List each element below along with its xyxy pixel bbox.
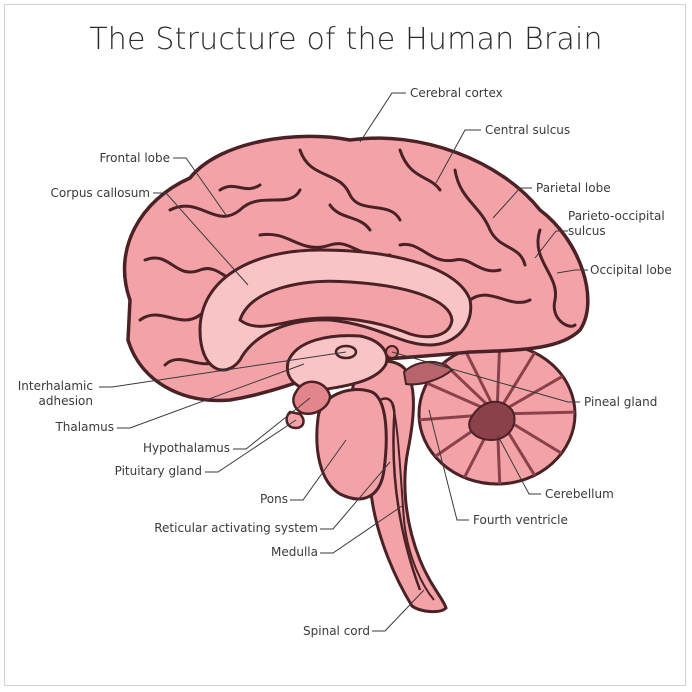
label-occipital-lobe: Occipital lobe <box>590 263 672 277</box>
diagram-title: The Structure of the Human Brain <box>89 22 603 57</box>
corpus-callosum-shape <box>238 279 454 339</box>
label-corpus-callosum: Corpus callosum <box>50 186 150 200</box>
label-interhalamic-line2: adhesion <box>38 394 94 408</box>
label-fourth-ventricle: Fourth ventricle <box>473 513 568 527</box>
label-spinal-cord: Spinal cord <box>303 624 370 638</box>
label-thalamus: Thalamus <box>55 420 114 434</box>
cerebellum-shape <box>417 342 577 486</box>
image-frame <box>4 4 686 686</box>
cortex-folds <box>138 148 577 367</box>
label-pineal-gland: Pineal gland <box>584 395 658 409</box>
label-pituitary-gland: Pituitary gland <box>114 464 202 478</box>
leader-lines <box>99 92 588 632</box>
label-pons: Pons <box>259 492 288 506</box>
label-parietal-lobe: Parietal lobe <box>536 181 611 195</box>
label-cerebral-cortex: Cerebral cortex <box>410 86 503 100</box>
label-medulla: Medulla <box>271 545 318 559</box>
pons-shape <box>315 388 388 501</box>
label-cerebellum: Cerebellum <box>545 487 614 501</box>
label-interhalamic-line1: Interhalamic <box>17 379 93 393</box>
label-reticular-activating-system: Reticular activating system <box>154 521 318 535</box>
label-hypothalamus: Hypothalamus <box>143 441 230 455</box>
label-parieto-occipital-line2: sulcus <box>568 224 606 238</box>
label-frontal-lobe: Frontal lobe <box>99 151 170 165</box>
fourth-ventricle-shape <box>402 361 454 386</box>
hypothalamus-shape <box>292 380 332 415</box>
label-parieto-occipital-line1: Parieto-occipital <box>568 209 665 223</box>
label-central-sulcus: Central sulcus <box>485 123 571 137</box>
